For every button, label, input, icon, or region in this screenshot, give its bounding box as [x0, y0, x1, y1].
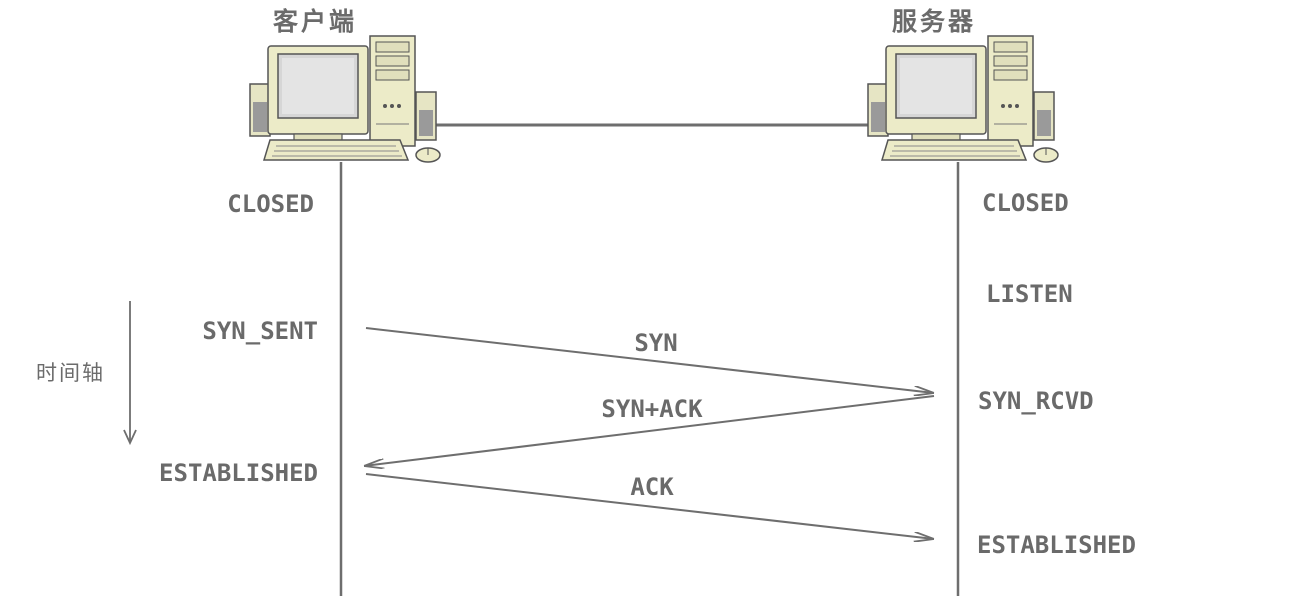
syn-ack-label: SYN+ACK [601, 395, 703, 423]
client-state-closed: CLOSED [227, 190, 314, 218]
server-title: 服务器 [892, 7, 976, 36]
ack-label: ACK [630, 473, 674, 501]
server-state-closed: CLOSED [982, 189, 1069, 217]
client-computer-icon [249, 35, 441, 163]
client-state-established: ESTABLISHED [159, 459, 318, 487]
time-axis-label: 时间轴 [36, 361, 105, 385]
syn-arrow [365, 327, 934, 393]
ack-arrow [365, 473, 934, 539]
client-state-syn-sent: SYN_SENT [202, 317, 318, 345]
server-state-listen: LISTEN [986, 280, 1073, 308]
server-state-established: ESTABLISHED [977, 531, 1136, 559]
syn-ack-arrow [364, 395, 935, 466]
server-state-syn-rcvd: SYN_RCVD [978, 387, 1094, 415]
server-computer-icon [867, 35, 1059, 163]
syn-label: SYN [634, 329, 677, 357]
client-title: 客户端 [273, 7, 357, 36]
